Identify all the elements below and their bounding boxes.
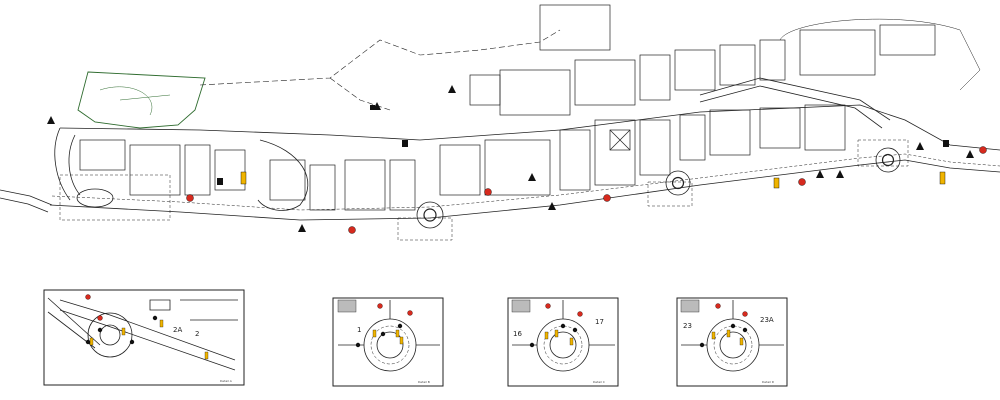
detail-view-b: 1 Detail B (332, 297, 444, 387)
detail-a-caption: Detail A (220, 379, 233, 383)
roundabout-2 (665, 170, 691, 196)
detail-a-label-1: 2A (173, 326, 182, 334)
north-arc (779, 18, 981, 91)
warning-signs (47, 85, 974, 232)
main-plan (0, 4, 1000, 241)
detail-d-label-2: 23A (760, 316, 774, 324)
roundabout-1 (416, 201, 444, 229)
main-road-south-edge (49, 159, 1000, 221)
detail-c-caption: Detail C (593, 380, 605, 384)
detail-a-label-2: 2 (195, 330, 199, 338)
detail-d-caption: Detail D (762, 380, 775, 384)
detail-b-label-1: 1 (357, 326, 361, 334)
west-road (0, 189, 53, 213)
detail-b-caption: Detail B (418, 380, 430, 384)
main-road-north-edge (59, 104, 1000, 151)
detail-view-c: 16 17 Detail C (507, 297, 619, 387)
detail-view-d: 23 23A Detail D (676, 297, 788, 387)
west-loop-road (54, 127, 81, 201)
detail-c-label-1: 16 (513, 330, 522, 338)
detail-d-label-1: 23 (683, 322, 692, 330)
traffic-signals (240, 171, 946, 189)
stop-signs (186, 146, 987, 234)
markers (217, 105, 949, 185)
detail-c-label-2: 17 (595, 318, 604, 326)
roundabout-3 (875, 147, 901, 173)
green-area-inner (99, 86, 171, 116)
north-diagonal-road (699, 77, 891, 129)
dashed-area-3 (647, 181, 693, 207)
dashed-area-1 (59, 174, 171, 221)
inner-loop-road (257, 139, 309, 211)
buildings (79, 4, 936, 211)
dashed-area-4 (857, 139, 909, 167)
dashed-area-2 (397, 217, 453, 241)
main-road-centerline (51, 153, 1000, 211)
loop-circle (76, 188, 114, 208)
detail-view-a: 2A 2 Detail A (43, 289, 245, 386)
green-area (77, 71, 206, 129)
